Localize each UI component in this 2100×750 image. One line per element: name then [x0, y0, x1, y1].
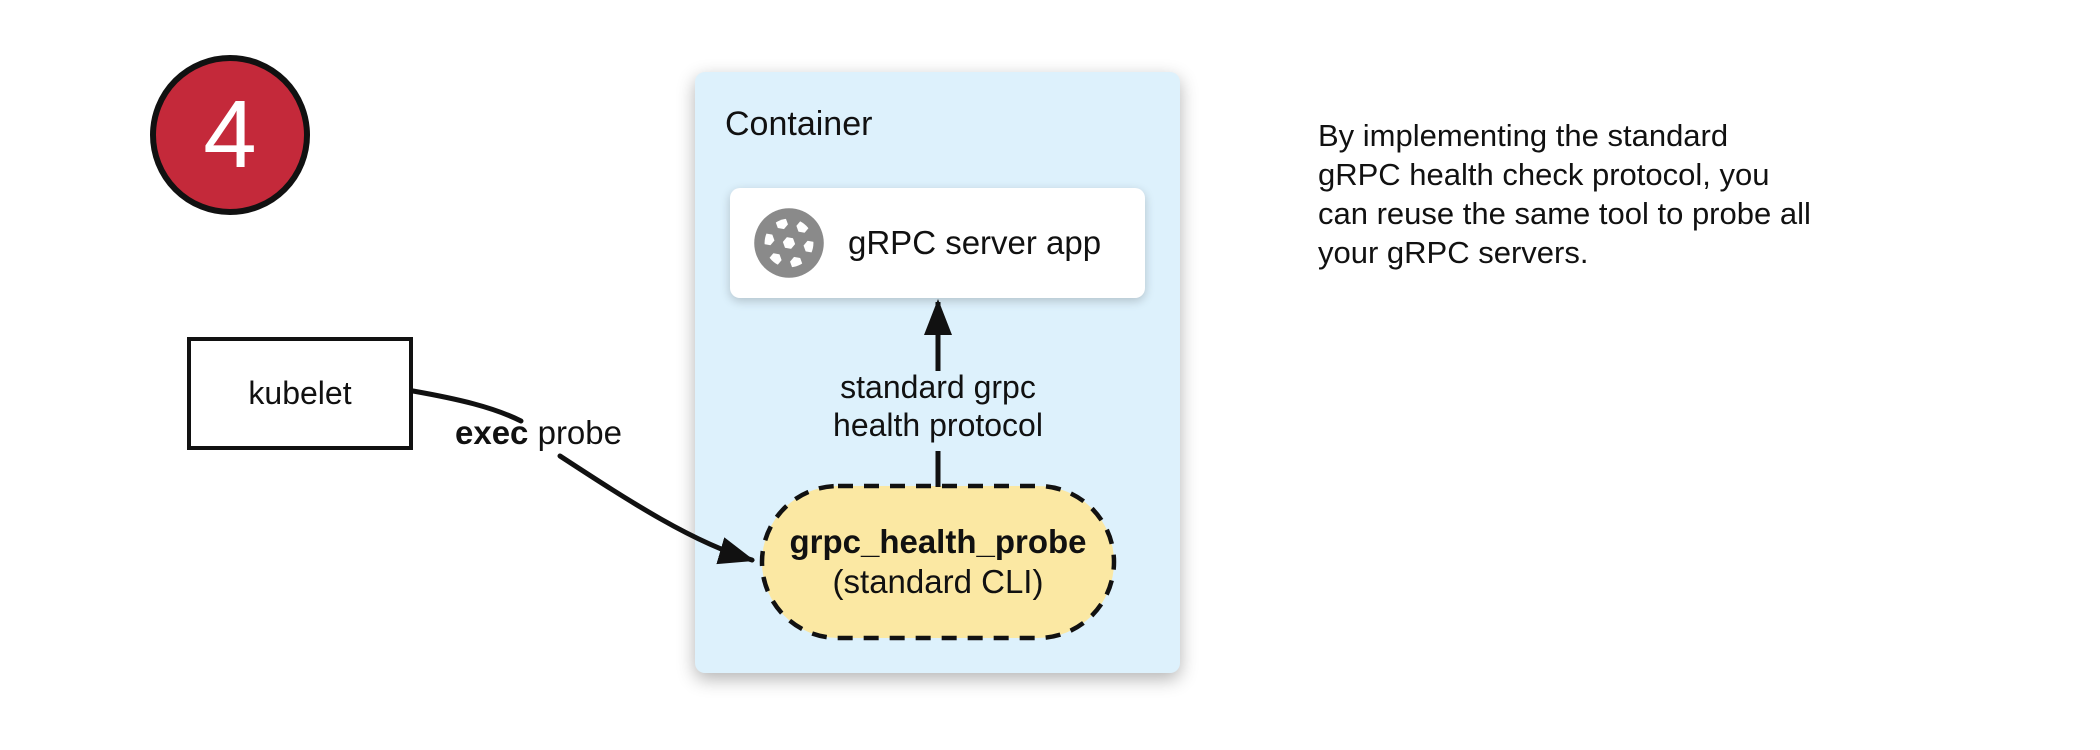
exec-probe-arrow-end	[557, 453, 755, 565]
container-title: Container	[725, 105, 873, 143]
aperture-icon	[754, 208, 824, 278]
kubelet-box: kubelet	[187, 337, 413, 450]
side-note-line: your gRPC servers.	[1318, 235, 1589, 270]
side-note-line: can reuse the same tool to probe all	[1318, 196, 1811, 231]
exec-probe-label-bold: exec	[455, 414, 529, 451]
grpc-server-label: gRPC server app	[848, 224, 1102, 261]
grpc-health-probe-pill	[759, 483, 1117, 641]
step-badge: 4	[150, 55, 310, 215]
grpc-health-probe-subtitle: (standard CLI)	[832, 563, 1044, 600]
exec-probe-arrow-start	[410, 388, 524, 424]
grpc-health-probe-text: grpc_health_probe (standard CLI)	[762, 486, 1114, 638]
side-note-line: By implementing the standard	[1318, 118, 1729, 153]
grpc-health-probe-title: grpc_health_probe	[789, 523, 1087, 560]
health-protocol-label-line1: standard grpc	[840, 369, 1036, 405]
step-badge-number: 4	[203, 81, 257, 188]
health-protocol-label: standard grpc health protocol	[788, 368, 1088, 444]
kubelet-label: kubelet	[248, 375, 352, 411]
exec-probe-label-rest: probe	[528, 414, 622, 451]
side-note: By implementing the standard gRPC health…	[1318, 116, 1918, 272]
health-protocol-label-line2: health protocol	[833, 407, 1043, 443]
side-note-line: gRPC health check protocol, you	[1318, 157, 1770, 192]
grpc-server-box: gRPC server app	[730, 188, 1145, 298]
exec-probe-label: exec probe	[455, 414, 622, 452]
